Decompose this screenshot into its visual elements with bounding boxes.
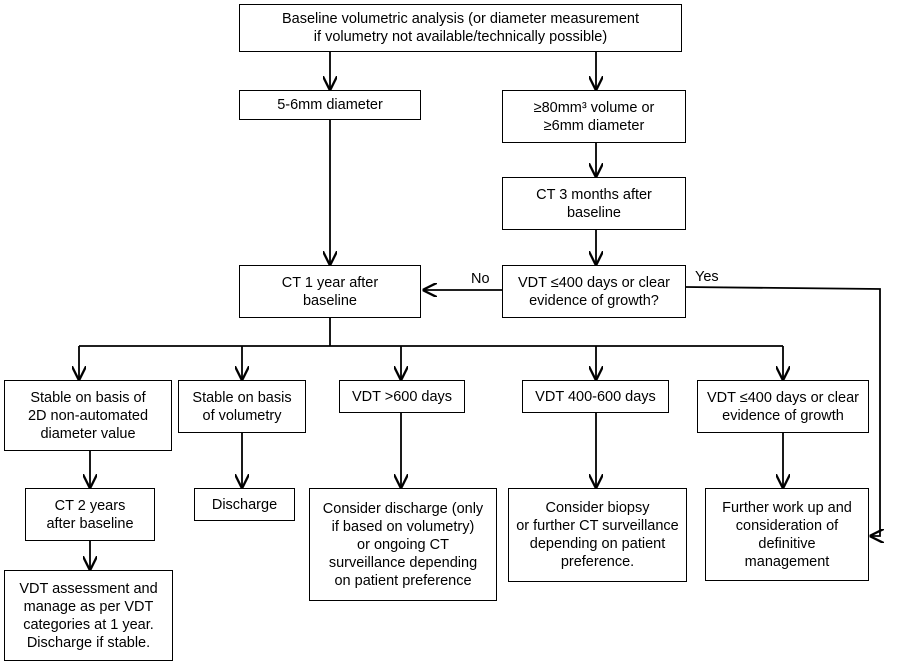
ct-2-years-text: CT 2 years after baseline [46, 497, 134, 532]
vdt-over-600-text: VDT >600 days [351, 388, 453, 405]
discharge-box: Discharge [194, 488, 295, 521]
vdt-under-400-text: VDT ≤400 days or clear evidence of growt… [707, 389, 859, 424]
consider-discharge-text: Consider discharge (only if based on vol… [322, 500, 484, 589]
ct-1-year-box: CT 1 year after baseline [239, 265, 421, 318]
edge-label-yes: Yes [695, 269, 719, 285]
further-workup-box: Further work up and consideration of def… [705, 488, 869, 581]
baseline-text: Baseline volumetric analysis (or diamete… [281, 11, 639, 45]
ct-3-months-text: CT 3 months after baseline [536, 186, 652, 221]
vdt-400-600-box: VDT 400-600 days [522, 380, 669, 413]
consider-biopsy-box: Consider biopsy or further CT surveillan… [508, 488, 687, 582]
vdt-under-400-box: VDT ≤400 days or clear evidence of growt… [697, 380, 869, 433]
vdt-question-box: VDT ≤400 days or clear evidence of growt… [502, 265, 686, 318]
vdt-question-text: VDT ≤400 days or clear evidence of growt… [518, 274, 670, 309]
consider-discharge-box: Consider discharge (only if based on vol… [309, 488, 497, 601]
ct-1-year-text: CT 1 year after baseline [281, 274, 379, 309]
stable-2d-box: Stable on basis of 2D non-automated diam… [4, 380, 172, 451]
edge-label-no: No [471, 271, 490, 287]
small-diameter-text: 5-6mm diameter [277, 97, 383, 113]
further-workup-text: Further work up and consideration of def… [722, 499, 852, 570]
large-volume-text: ≥80mm³ volume or ≥6mm diameter [533, 99, 655, 134]
baseline-box: Baseline volumetric analysis (or diamete… [239, 4, 682, 52]
stable-volumetry-box: Stable on basis of volumetry [178, 380, 306, 433]
vdt-assessment-box: VDT assessment and manage as per VDT cat… [4, 570, 173, 661]
ct-2-years-box: CT 2 years after baseline [25, 488, 155, 541]
vdt-400-600-text: VDT 400-600 days [535, 388, 656, 405]
vdt-assessment-text: VDT assessment and manage as per VDT cat… [19, 580, 158, 651]
stable-2d-text: Stable on basis of 2D non-automated diam… [27, 389, 149, 442]
ct-3-months-box: CT 3 months after baseline [502, 177, 686, 230]
discharge-text: Discharge [211, 496, 278, 513]
small-diameter-box: 5-6mm diameter [239, 90, 421, 120]
arrow-yes-to-workup [685, 286, 880, 536]
vdt-over-600-box: VDT >600 days [339, 380, 465, 413]
consider-biopsy-text: Consider biopsy or further CT surveillan… [516, 500, 679, 570]
large-volume-box: ≥80mm³ volume or ≥6mm diameter [502, 90, 686, 143]
stable-volumetry-text: Stable on basis of volumetry [192, 389, 292, 424]
